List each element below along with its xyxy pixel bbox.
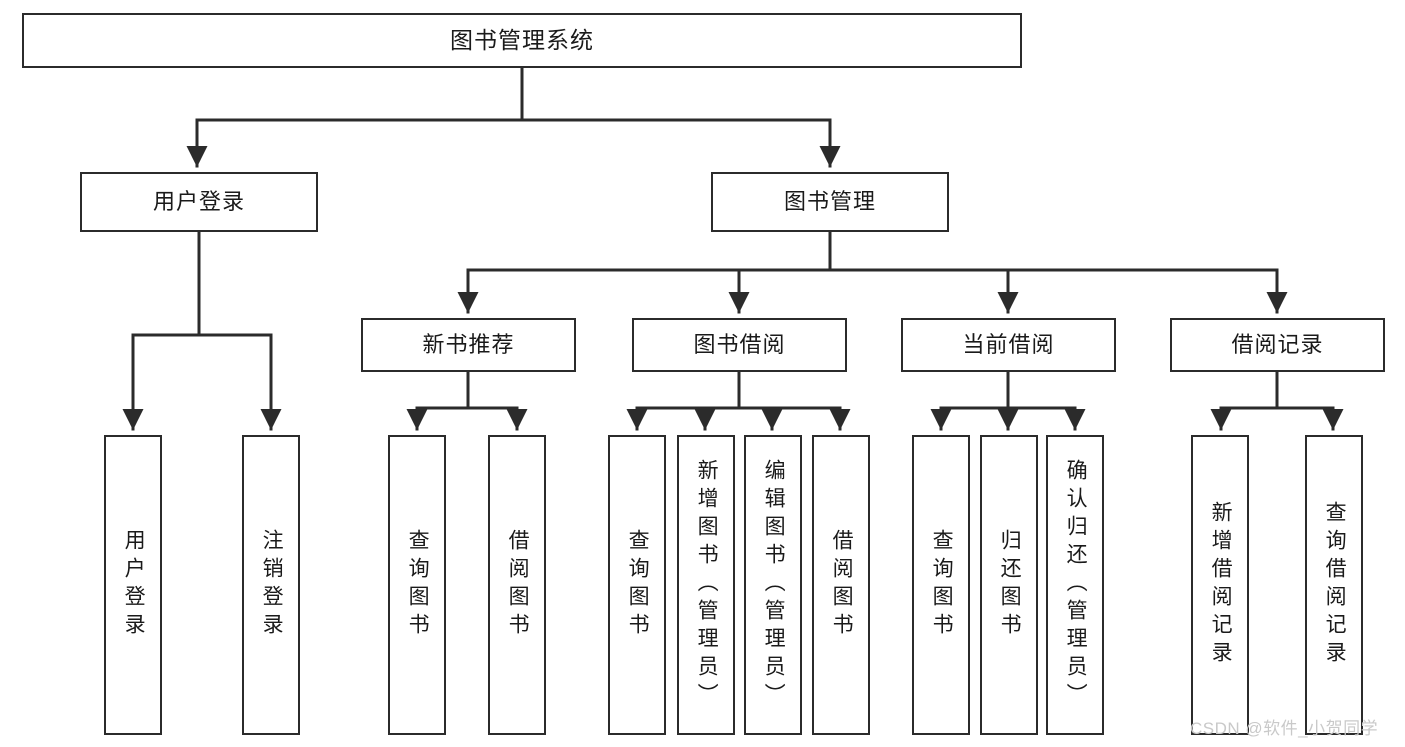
node-leaf-query-book-newbook[interactable]: 查询图书 (388, 435, 446, 735)
node-leaf-label: 查询图书 (406, 529, 430, 641)
node-leaf-borrow-book-newbook[interactable]: 借阅图书 (488, 435, 546, 735)
node-borrow-record[interactable]: 借阅记录 (1170, 318, 1385, 372)
node-leaf-query-borrow-record[interactable]: 查询借阅记录 (1305, 435, 1363, 735)
node-leaf-label: 编辑图书（管理员） (762, 459, 786, 711)
node-leaf-return-book[interactable]: 归还图书 (980, 435, 1038, 735)
node-leaf-borrow-book[interactable]: 借阅图书 (812, 435, 870, 735)
node-new-book-recommend[interactable]: 新书推荐 (361, 318, 576, 372)
node-leaf-label: 借阅图书 (506, 529, 530, 641)
node-leaf-label: 新增借阅记录 (1209, 501, 1233, 669)
node-book-borrow[interactable]: 图书借阅 (632, 318, 847, 372)
node-leaf-label: 查询借阅记录 (1323, 501, 1347, 669)
node-leaf-label: 注销登录 (260, 529, 284, 641)
node-leaf-label: 新增图书（管理员） (695, 459, 719, 711)
node-leaf-label: 用户登录 (122, 529, 146, 641)
node-leaf-label: 确认归还（管理员） (1064, 459, 1088, 711)
node-leaf-confirm-return-admin[interactable]: 确认归还（管理员） (1046, 435, 1104, 735)
node-leaf-query-book-current[interactable]: 查询图书 (912, 435, 970, 735)
node-leaf-logout[interactable]: 注销登录 (242, 435, 300, 735)
node-leaf-user-login[interactable]: 用户登录 (104, 435, 162, 735)
node-leaf-label: 借阅图书 (830, 529, 854, 641)
node-leaf-label: 查询图书 (626, 529, 650, 641)
node-leaf-add-borrow-record[interactable]: 新增借阅记录 (1191, 435, 1249, 735)
node-leaf-label: 归还图书 (998, 529, 1022, 641)
node-user-login[interactable]: 用户登录 (80, 172, 318, 232)
node-book-management[interactable]: 图书管理 (711, 172, 949, 232)
node-leaf-label: 查询图书 (930, 529, 954, 641)
node-root[interactable]: 图书管理系统 (22, 13, 1022, 68)
node-leaf-edit-book-admin[interactable]: 编辑图书（管理员） (744, 435, 802, 735)
node-leaf-add-book-admin[interactable]: 新增图书（管理员） (677, 435, 735, 735)
node-current-borrow[interactable]: 当前借阅 (901, 318, 1116, 372)
node-leaf-query-book-borrow[interactable]: 查询图书 (608, 435, 666, 735)
